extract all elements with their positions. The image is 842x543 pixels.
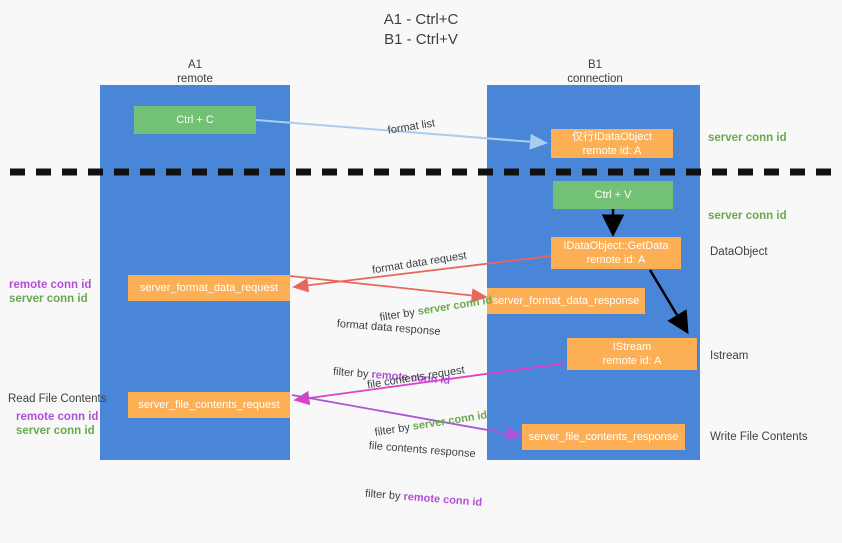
box-server-format-data-response-label: server_format_data_response (492, 295, 640, 307)
page-title: A1 - Ctrl+C B1 - Ctrl+V (383, 11, 459, 48)
edge-label-format-list-text: format list (386, 117, 436, 137)
left-label-read-file-contents: Read File Contents (8, 393, 107, 405)
box-ctrl-c-label: Ctrl + C (176, 114, 214, 126)
edge-label-file-contents-response-line1: file contents response (368, 439, 477, 461)
column-header-a1-name: A1 (187, 59, 203, 71)
box-server-file-contents-response[interactable]: server_file_contents_response (522, 424, 685, 450)
column-header-b1-name: B1 (587, 59, 603, 71)
column-header-b1: B1 connection (520, 58, 670, 86)
right-label-server-conn-id-mid: server conn id (708, 210, 787, 222)
left-label-remote-conn-id-mid: remote conn id (9, 279, 92, 291)
box-server-file-contents-response-label: server_file_contents_response (528, 431, 679, 443)
edge-label-file-contents-response-line2: filter by remote conn id (364, 486, 483, 511)
edge-label-file-contents-response: file contents response filter by remote … (362, 406, 489, 543)
left-label-server-conn-id-bottom: server conn id (16, 425, 95, 437)
box-idataobject-getdata[interactable]: IDataObject::GetData remote id: A (551, 237, 681, 269)
left-label-remote-conn-id-bottom: remote conn id (16, 411, 99, 423)
box-idataobject-getdata-line2: remote id: A (586, 254, 646, 266)
box-ctrl-v-label: Ctrl + V (594, 189, 632, 201)
edge-label-file-contents-response-prefix: filter by (364, 487, 404, 503)
box-idataobject-top[interactable]: 仅行IDataObject remote id: A (551, 129, 673, 158)
column-header-a1: A1 remote (120, 58, 270, 86)
column-header-b1-sub: connection (567, 73, 623, 85)
edge-label-format-data-request-line1: format data request (371, 249, 468, 277)
box-idataobject-getdata-line1: IDataObject::GetData (563, 240, 669, 252)
box-server-format-data-request-label: server_format_data_request (139, 282, 279, 294)
right-label-istream: Istream (710, 350, 749, 362)
box-server-file-contents-request[interactable]: server_file_contents_request (128, 392, 290, 418)
edge-label-file-contents-request-line1: file contents request (366, 364, 466, 392)
right-label-write-file-contents: Write File Contents (710, 431, 808, 443)
right-label-dataobject: DataObject (710, 246, 768, 258)
box-istream-line2: remote id: A (602, 355, 662, 367)
left-label-server-conn-id-mid: server conn id (9, 293, 88, 305)
box-istream[interactable]: IStream remote id: A (567, 338, 697, 370)
column-header-a1-sub: remote (177, 73, 213, 85)
diagram-canvas: A1 - Ctrl+C B1 - Ctrl+V A1 remote B1 conne… (8, 11, 832, 509)
box-ctrl-c[interactable]: Ctrl + C (134, 106, 256, 134)
box-server-format-data-response[interactable]: server_format_data_response (487, 288, 645, 314)
edge-label-file-contents-response-value: remote conn id (403, 490, 483, 509)
box-idataobject-top-line2: remote id: A (582, 144, 642, 157)
right-label-server-conn-id-top: server conn id (708, 132, 787, 144)
box-ctrl-v[interactable]: Ctrl + V (553, 181, 673, 209)
box-server-file-contents-request-label: server_file_contents_request (138, 399, 280, 411)
edge-label-format-list: format list (372, 100, 439, 157)
box-server-format-data-request[interactable]: server_format_data_request (128, 275, 290, 301)
box-istream-line1: IStream (612, 341, 652, 353)
box-idataobject-top-line1: 仅行IDataObject (571, 130, 653, 143)
